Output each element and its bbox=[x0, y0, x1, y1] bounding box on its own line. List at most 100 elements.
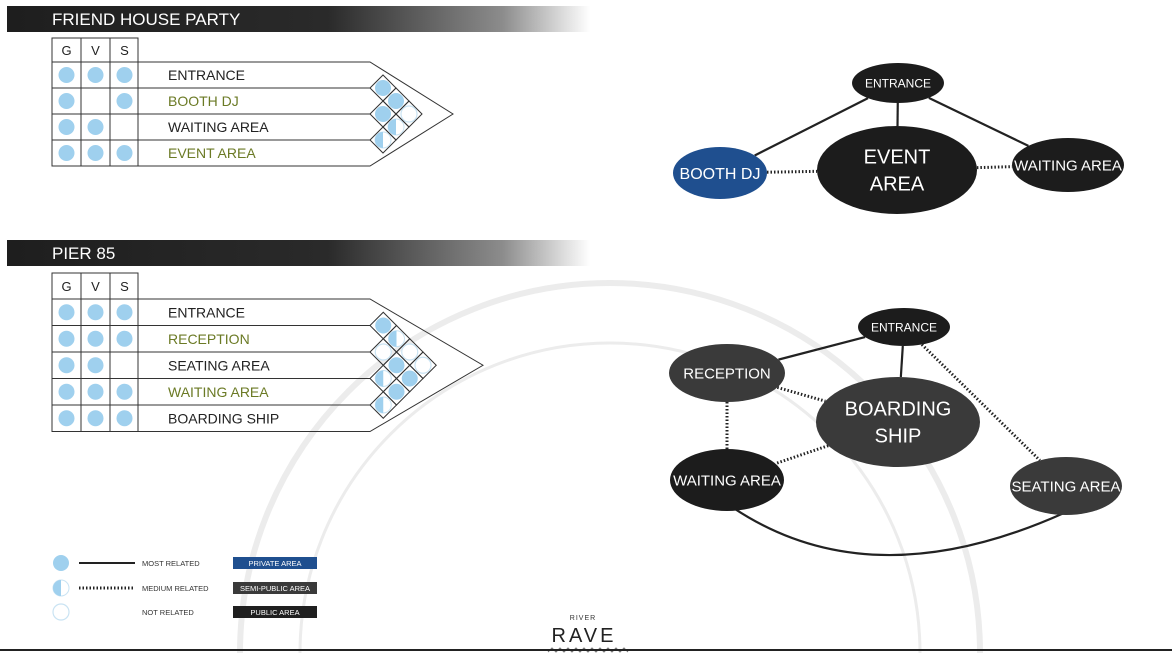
medium-related-link bbox=[774, 444, 829, 466]
matrix-row-label: BOARDING SHIP bbox=[168, 410, 279, 426]
matrix-row-label: SEATING AREA bbox=[168, 357, 270, 373]
most-related-dot bbox=[375, 106, 391, 122]
links bbox=[725, 336, 1065, 557]
not-related-dot bbox=[374, 343, 392, 361]
relation-cell bbox=[369, 391, 398, 419]
most-related-dot bbox=[388, 383, 405, 400]
most-related-dot bbox=[87, 145, 104, 161]
bubble-label: WAITING AREA bbox=[673, 472, 781, 489]
bubble-label: SHIP bbox=[875, 426, 922, 448]
medium-related-link bbox=[776, 385, 826, 403]
most-related-dot bbox=[116, 383, 133, 400]
section-title: PIER 85 bbox=[52, 244, 115, 263]
most-related-dot bbox=[87, 119, 104, 135]
bubble-booth bbox=[673, 147, 767, 199]
bubble-waiting bbox=[1012, 138, 1124, 192]
most-related-dot bbox=[58, 357, 75, 374]
most-related-dot bbox=[58, 93, 75, 109]
most-related-dot bbox=[87, 410, 104, 427]
medium-related-half bbox=[375, 132, 383, 148]
matrix-body-outline bbox=[51, 61, 454, 167]
most-related-dot bbox=[116, 67, 133, 83]
medium-related-half bbox=[388, 119, 396, 135]
bubble-label: EVENT bbox=[864, 147, 931, 169]
legend-area-label: PUBLIC AREA bbox=[250, 608, 299, 617]
bubble-label: AREA bbox=[870, 174, 925, 196]
not-related-dot bbox=[401, 343, 419, 361]
matrix-row-label: WAITING AREA bbox=[168, 119, 269, 135]
most-related-dot bbox=[58, 330, 75, 347]
most-related-dot bbox=[58, 383, 75, 400]
section-title-bar bbox=[7, 6, 590, 32]
legend-area-label: PRIVATE AREA bbox=[248, 559, 301, 568]
legend-area-swatch bbox=[233, 557, 317, 569]
most-related-dot bbox=[375, 80, 391, 96]
most-related-dot bbox=[87, 357, 104, 374]
most-related-dot bbox=[388, 93, 404, 109]
matrix-header-v: V bbox=[91, 43, 100, 58]
section-title-bar bbox=[7, 240, 590, 266]
bubble-label: BOOTH DJ bbox=[680, 166, 761, 183]
bubble-label: BOARDING bbox=[845, 399, 952, 421]
bubble-label: ENTRANCE bbox=[871, 320, 937, 334]
most-related-dot bbox=[375, 317, 392, 334]
most-related-dot bbox=[58, 119, 75, 135]
most-related-dot bbox=[87, 383, 104, 400]
legend-relation-label: NOT RELATED bbox=[142, 608, 194, 617]
links bbox=[754, 96, 1029, 174]
bubble-label: WAITING AREA bbox=[1014, 157, 1122, 174]
most-related-dot bbox=[116, 145, 133, 161]
matrix-row-label: ENTRANCE bbox=[168, 304, 245, 320]
not-related-dot bbox=[414, 356, 432, 374]
most-related-dot bbox=[58, 410, 75, 427]
matrix-row-label: EVENT AREA bbox=[168, 145, 256, 161]
most-related-dot bbox=[87, 67, 104, 83]
matrix-row-label: ENTRANCE bbox=[168, 67, 245, 83]
matrix-row-label: RECEPTION bbox=[168, 331, 250, 347]
medium-related-link bbox=[976, 165, 1013, 170]
most-related-dot bbox=[58, 145, 75, 161]
most-related-dot bbox=[87, 304, 104, 321]
most-related-link bbox=[754, 97, 869, 157]
most-related-link bbox=[778, 336, 866, 361]
medium-related-half bbox=[53, 580, 61, 596]
matrix-header-g: G bbox=[61, 279, 71, 294]
most-related-dot bbox=[116, 410, 133, 427]
most-related-dot bbox=[388, 357, 405, 374]
river-rave-logo: RIVER RAVE bbox=[547, 615, 629, 653]
matrix-row-label: WAITING AREA bbox=[168, 384, 269, 400]
most-related-dot bbox=[87, 330, 104, 347]
nodes: ENTRANCE RECEPTION BOARDING SHIP WAITING ARE… bbox=[669, 308, 1122, 515]
matrix-row-label: BOOTH DJ bbox=[168, 93, 239, 109]
bubble-label: SEATING AREA bbox=[1012, 478, 1121, 495]
most-related-dot bbox=[116, 304, 133, 321]
most-related-dot bbox=[116, 330, 133, 347]
bubble-boarding bbox=[816, 377, 980, 467]
bubble-label: RECEPTION bbox=[683, 365, 771, 382]
watermark bbox=[237, 280, 983, 653]
bubble-event bbox=[817, 126, 977, 214]
bubble-entrance bbox=[858, 308, 950, 346]
most-related-dot bbox=[58, 67, 75, 83]
medium-related-link bbox=[920, 343, 1041, 462]
matrix-body-outline bbox=[51, 298, 484, 432]
most-related-link bbox=[731, 506, 1065, 557]
logo-big-text: RAVE bbox=[552, 625, 617, 647]
bubble-seating bbox=[1010, 457, 1122, 515]
medium-related-half bbox=[375, 370, 384, 387]
most-related-dot bbox=[53, 555, 69, 571]
most-related-link bbox=[928, 96, 1029, 147]
legend-relation-label: MEDIUM RELATED bbox=[142, 584, 209, 593]
medium-related-half bbox=[375, 397, 384, 413]
matrix-header-g: G bbox=[61, 43, 71, 58]
most-related-link bbox=[899, 345, 904, 378]
not-related-dot bbox=[400, 105, 418, 123]
relation-cell bbox=[369, 126, 397, 154]
